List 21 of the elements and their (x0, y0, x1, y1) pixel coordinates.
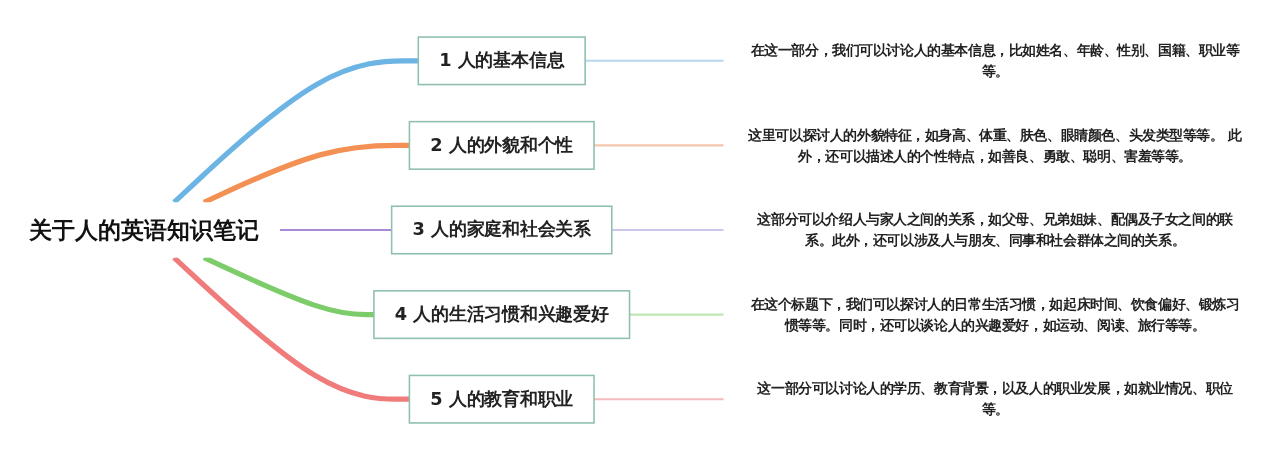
node-box: 1 人的基本信息 (417, 36, 586, 86)
connector (629, 313, 724, 316)
node-text: 关于人的英语知识笔记 (29, 216, 260, 244)
connector (172, 58, 419, 205)
connector (594, 398, 724, 401)
node-text: 这里可以探讨人的外貌特征，如身高、体重、肤色、眼睛颜色、头发类型等等。 此外，还可以描述人的个性特点，如善良、勇敢、聪明、害羞等等。 (748, 127, 1242, 164)
node-box: 5 人的教育和职业 (408, 374, 595, 424)
node-text: 这一部分可以讨论人的学历、教育背景，以及人的职业发展，如就业情况、职位等。 (757, 380, 1233, 417)
node-text: 在这一部分，我们可以讨论人的基本信息，比如姓名、年龄、性别、国籍、职业等等。 (750, 42, 1240, 79)
connector (202, 142, 410, 205)
node-box: 3 人的家庭和社会关系 (390, 205, 613, 255)
connector (172, 255, 410, 402)
connector (594, 144, 724, 147)
node-box: 4 人的生活习惯和兴趣爱好 (373, 290, 631, 340)
connector (611, 228, 724, 232)
connector (279, 228, 392, 232)
connector (585, 59, 724, 62)
node-text: 这部分可以介绍人与家人之间的关系，如父母、兄弟姐妹、配偶及子女之间的联系。此外，还可以涉及人与朋友、同事和社会群体之间的关系。 (757, 211, 1233, 248)
connector (202, 255, 374, 318)
node-box: 2 人的外貌和个性 (408, 120, 595, 170)
node-text: 在这个标题下，我们可以探讨人的日常生活习惯，如起床时间、饮食偏好、锻炼习惯等等。同时，还可以谈论人的兴趣爱好，如运动、阅读、旅行等等。 (750, 296, 1240, 333)
